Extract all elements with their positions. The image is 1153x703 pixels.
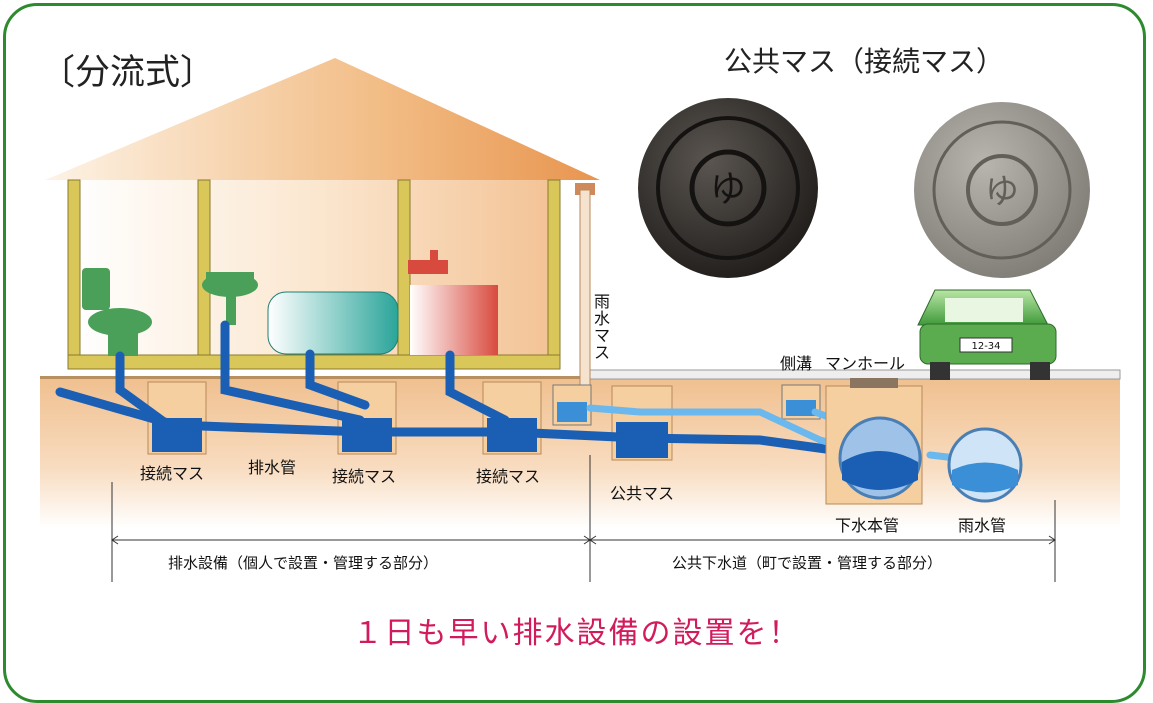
public-masu-label: 公共マス [610, 484, 675, 503]
diagram-illustration: 12-34 ゆ ゆ [40, 58, 1121, 582]
diagram-title: 〔分流式〕 [40, 53, 216, 93]
rain-pipe-label: 雨水管 [958, 516, 1007, 535]
sewer-diagram: 12-34 ゆ ゆ 〔分流式〕 公共マス（接続マス） 雨水マス 側溝 マンホール… [40, 45, 1121, 651]
car-icon: 12-34 [917, 289, 1057, 380]
rain-downpipe [575, 183, 595, 391]
faucet-icon [408, 250, 498, 355]
private-section-label: 排水設備（個人で設置・管理する部分） [168, 554, 439, 572]
sewer-main-label: 下水本管 [835, 516, 900, 535]
rain-masu-label: 雨水マス [593, 292, 610, 362]
manhole-cover-title: 公共マス（接続マス） [724, 45, 1005, 78]
svg-text:ゆ: ゆ [985, 172, 1019, 212]
toilet-icon [82, 268, 152, 356]
rain-pipe [947, 427, 1023, 503]
gray-manhole-cover-icon: ゆ [914, 102, 1090, 278]
bathtub-icon [267, 291, 399, 355]
public-section-label: 公共下水道（町で設置・管理する部分） [672, 554, 943, 572]
slogan: １日も早い排水設備の設置を！ [352, 616, 801, 651]
manhole-label: マンホール [825, 354, 906, 373]
gutter-label: 側溝 [780, 354, 813, 373]
car-plate: 12-34 [971, 341, 1000, 352]
connection-masu-label-3: 接続マス [476, 467, 541, 486]
drain-pipe-label: 排水管 [248, 458, 297, 477]
house-roof [45, 58, 600, 180]
drain-pipes [55, 320, 875, 460]
sewer-main-pipe [838, 416, 922, 500]
connection-masu-label-2: 接続マス [332, 467, 397, 486]
dark-manhole-cover-icon: ゆ [638, 98, 818, 278]
svg-text:ゆ: ゆ [710, 169, 746, 210]
section-dividers [111, 455, 1056, 582]
connection-masu-label-1: 接続マス [140, 464, 205, 483]
house-walls [67, 179, 561, 370]
sink-icon [202, 272, 258, 325]
